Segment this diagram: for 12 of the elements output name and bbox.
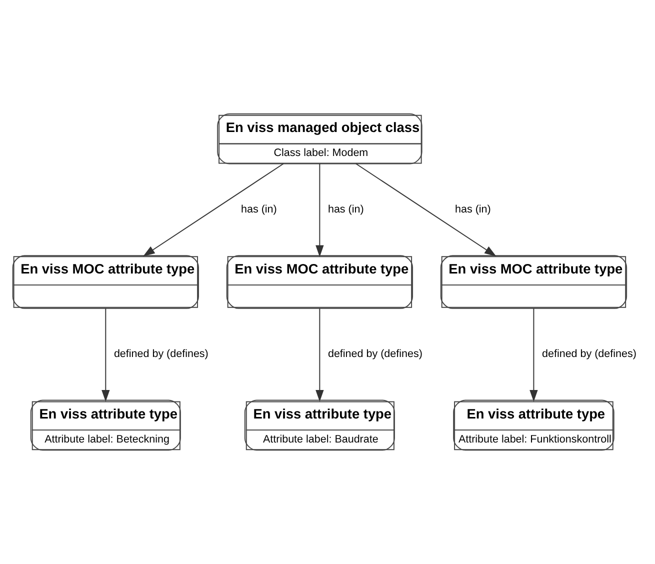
arrow	[316, 163, 324, 257]
arrow	[530, 308, 538, 402]
arrow	[316, 308, 324, 402]
arrow	[356, 163, 496, 256]
arrow	[143, 163, 284, 256]
edge-label: defined by (defines)	[542, 348, 636, 360]
edge-label: has (in)	[455, 203, 491, 216]
edge-label: has (in)	[328, 203, 364, 216]
edge-label: has (in)	[241, 203, 277, 216]
edge-label: defined by (defines)	[114, 348, 208, 360]
edge-label: defined by (defines)	[328, 348, 422, 360]
arrow	[102, 308, 110, 402]
